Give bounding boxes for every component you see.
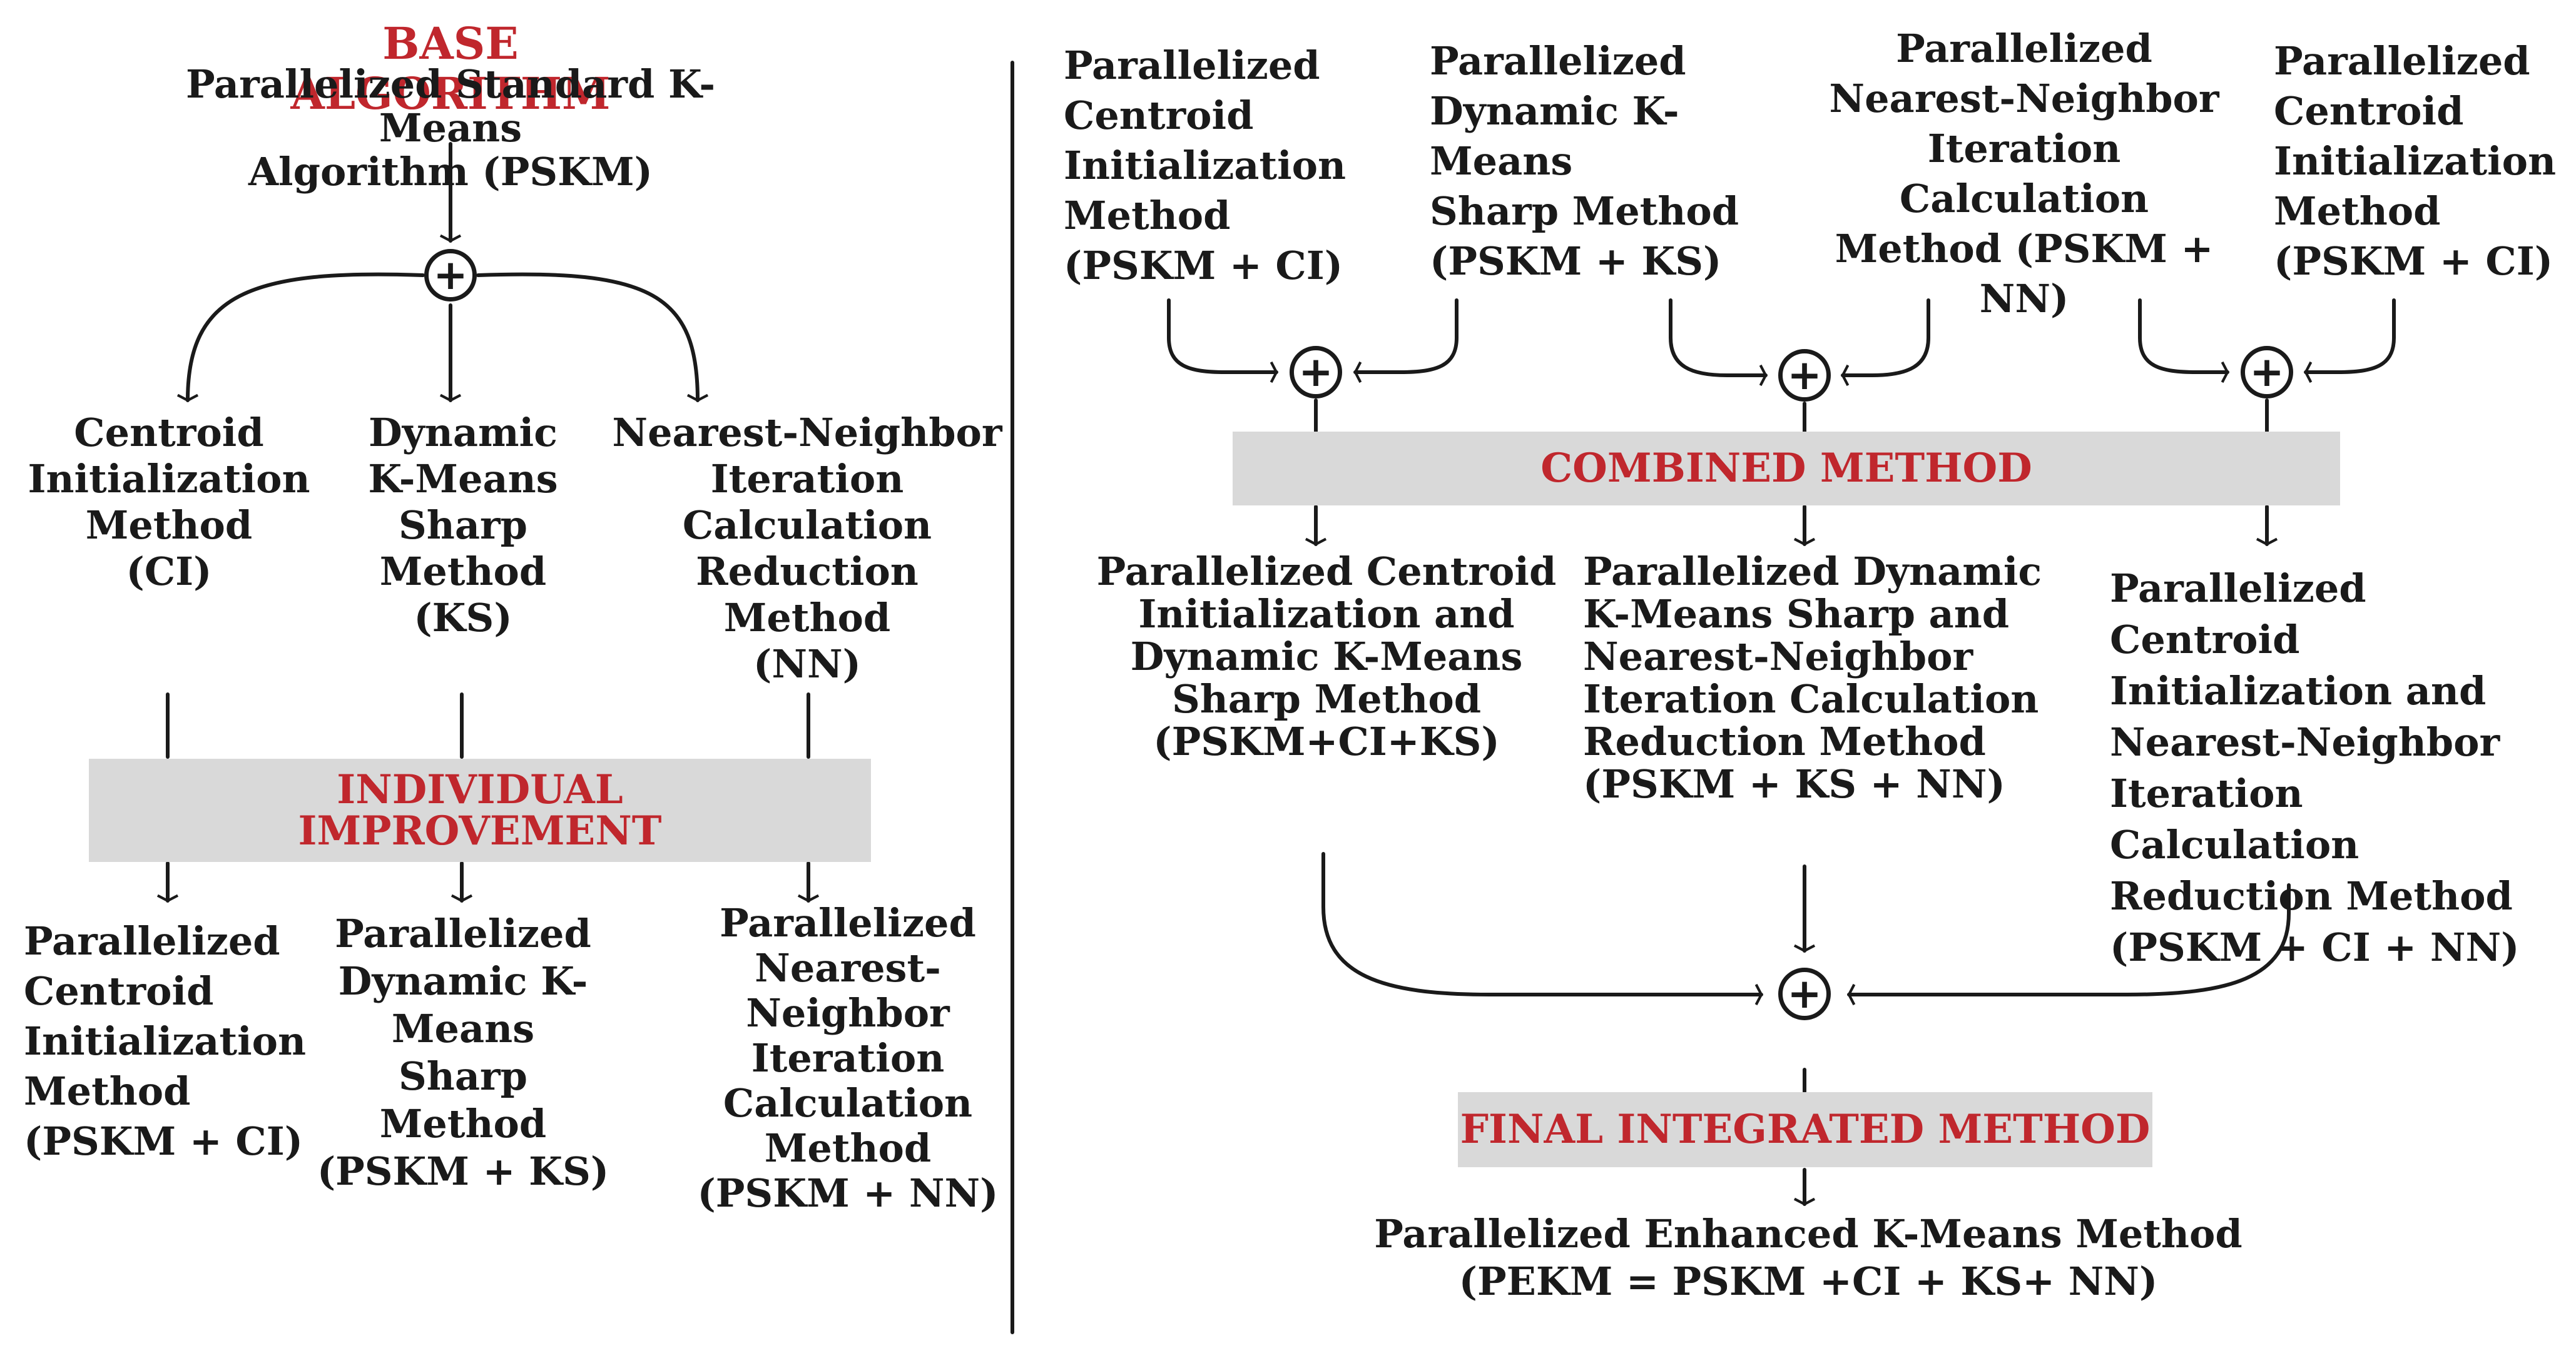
individual-result-nn: Parallelized Nearest- Neighbor Iteration… [697, 900, 999, 1216]
plus-to-ci-arrow [176, 272, 425, 402]
base-combine-plus-icon: + [424, 249, 477, 301]
input3a-to-plus2-arrow [1669, 298, 1768, 387]
combine-plus-1-icon: + [1290, 346, 1342, 398]
combine-plus-2-icon: + [1778, 349, 1831, 402]
input4-to-plus3-arrow [2304, 298, 2396, 383]
combined-input-ci: Parallelized Centroid Initialization Met… [1064, 43, 1347, 288]
final-combine-plus-icon: + [1778, 968, 1831, 1020]
result1-to-final-plus-arrow [1321, 852, 1763, 1006]
plus-to-nn-arrow [476, 272, 709, 402]
method-nn: Nearest-Neighbor Iteration Calculation R… [612, 410, 1002, 687]
final-integrated-method-band: FINAL INTEGRATED METHOD [1458, 1092, 2152, 1167]
method-ks: Dynamic K-Means Sharp Method (KS) [368, 410, 558, 641]
method-ci: Centroid Initialization Method (CI) [28, 410, 310, 594]
final-method-name: Parallelized Enhanced K-Means Method (PE… [1374, 1211, 2243, 1304]
base-algorithm-heading: BASE ALGORITHM [290, 18, 611, 119]
combined-result-ci-nn: Parallelized Centroid Initialization and… [2110, 565, 2520, 970]
combined-result-ci-ks: Parallelized Centroid Initialization and… [1096, 549, 1557, 764]
base-algorithm-name: Parallelized Standard K-Means Algorithm … [185, 61, 716, 195]
input1-to-plus1-arrow [1167, 298, 1278, 383]
combined-method-band: COMBINED METHOD [1233, 432, 2340, 505]
combine-plus-3-icon: + [2241, 346, 2293, 398]
combined-input-nn: Parallelized Nearest-Neighbor Iteration … [1829, 26, 2219, 322]
individual-improvement-band: INDIVIDUAL IMPROVEMENT [89, 759, 871, 862]
combined-input-ci-second: Parallelized Centroid Initialization Met… [2274, 38, 2557, 284]
individual-result-ci: Parallelized Centroid Initialization Met… [24, 918, 307, 1164]
combined-input-ks: Parallelized Dynamic K- Means Sharp Meth… [1430, 38, 1739, 284]
combined-result-ks-nn: Parallelized Dynamic K-Means Sharp and N… [1583, 549, 2042, 807]
individual-result-ks: Parallelized Dynamic K- Means Sharp Meth… [317, 911, 609, 1194]
input3c-to-plus3-arrow [2138, 298, 2229, 383]
result3-to-final-plus-arrow [1847, 883, 2291, 1006]
input3b-to-plus2-arrow [1841, 298, 1930, 387]
input2-to-plus1-arrow [1353, 298, 1459, 383]
